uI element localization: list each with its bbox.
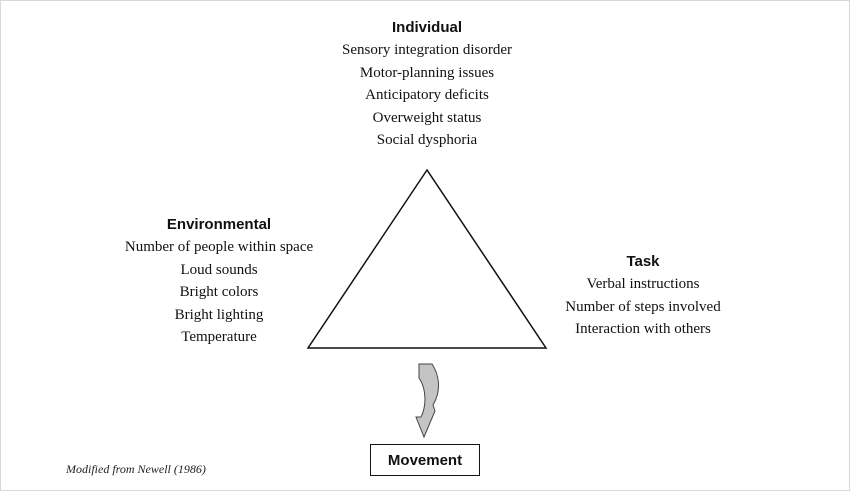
task-constraints: Task Verbal instructions Number of steps… xyxy=(530,251,756,341)
individual-title: Individual xyxy=(391,19,462,36)
movement-box: Movement xyxy=(370,444,480,476)
citation-note: Modified from Newell (1986) xyxy=(66,462,206,476)
environmental-item: Number of people within space xyxy=(124,239,314,255)
environmental-item: Bright colors xyxy=(179,284,259,300)
environmental-item: Bright lighting xyxy=(174,306,264,323)
individual-item: Sensory integration disorder xyxy=(342,42,512,58)
individual-item: Overweight status xyxy=(372,109,482,126)
individual-item: Motor-planning issues xyxy=(359,64,495,81)
environmental-item: Loud sounds xyxy=(180,261,258,278)
environmental-item: Temperature xyxy=(181,329,257,345)
task-item: Verbal instructions xyxy=(586,276,700,292)
constraint-triangle xyxy=(306,168,548,349)
individual-item: Social dysphoria xyxy=(376,132,478,148)
individual-item: Anticipatory deficits xyxy=(365,87,489,103)
task-title: Task xyxy=(626,253,660,270)
task-item: Number of steps involved xyxy=(565,298,721,315)
environmental-constraints: Environmental Number of people within sp… xyxy=(88,214,350,349)
task-item: Interaction with others xyxy=(575,321,711,337)
individual-constraints: Individual Sensory integration disorder … xyxy=(274,17,580,152)
curved-arrow-icon xyxy=(415,363,439,439)
environmental-title: Environmental xyxy=(166,216,272,233)
